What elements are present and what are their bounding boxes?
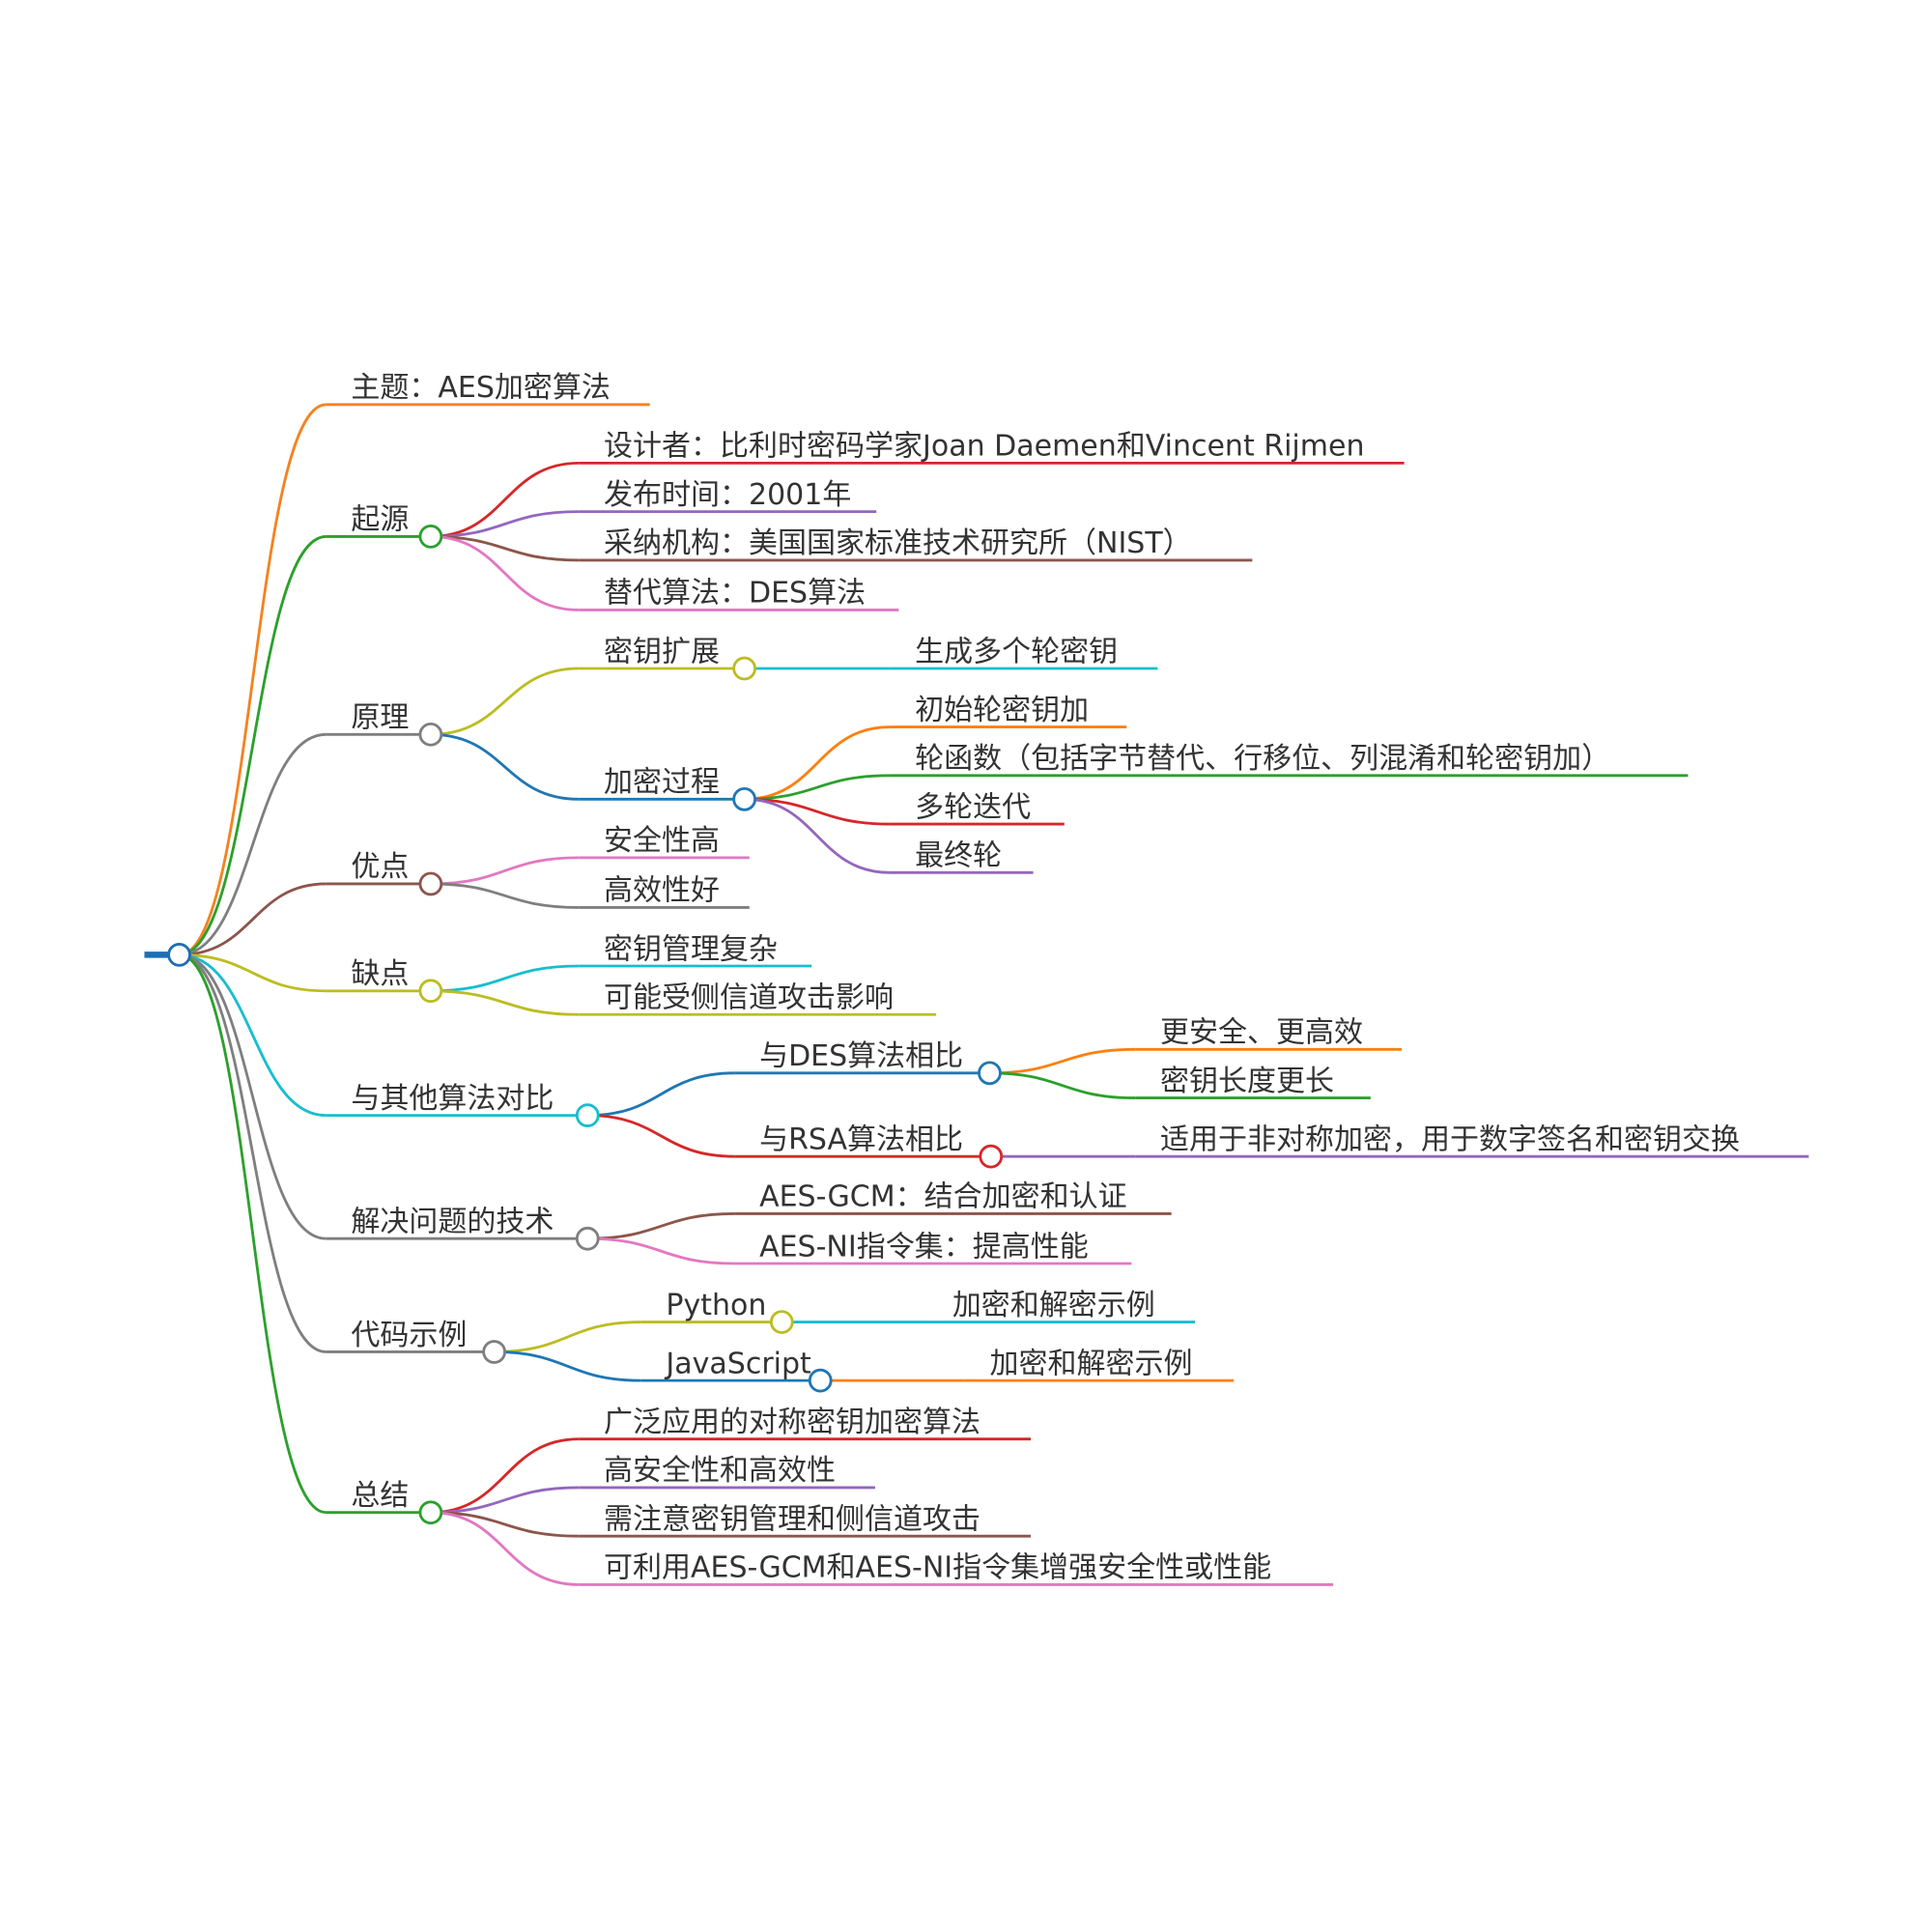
root-node-dot[interactable]	[167, 943, 191, 967]
leaf-dot-principle-1[interactable]	[732, 786, 756, 811]
leaf-edge-summary-1	[430, 1486, 580, 1515]
branch-dot-code[interactable]	[482, 1340, 506, 1364]
leaf-label-code-0: Python	[666, 1289, 766, 1322]
branch-dot-origin[interactable]	[418, 525, 443, 549]
branch-edge-solutions	[179, 952, 327, 1240]
leaf-edge-pros-1	[430, 882, 580, 909]
leaf-label-origin-0: 设计者：比利时密码学家Joan Daemen和Vincent Rijmen	[604, 430, 1364, 464]
branch-edge-topic	[179, 403, 327, 956]
branch-label-pros: 优点	[351, 850, 409, 884]
branch-label-topic: 主题：AES加密算法	[351, 371, 611, 405]
branch-label-principle: 原理	[351, 701, 409, 735]
leaf-label-summary-3: 可利用AES-GCM和AES-NI指令集增强安全性或性能	[604, 1551, 1271, 1585]
leaf-edge-summary-2	[430, 1511, 580, 1538]
leaf-label-compare-0: 与DES算法相比	[759, 1039, 963, 1073]
subleaf-label-compare-0-1: 密钥长度更长	[1160, 1065, 1334, 1098]
leaf-edge-principle-1	[430, 732, 580, 801]
branch-edge-principle	[179, 732, 327, 956]
leaf-label-cons-1: 可能受侧信道攻击影响	[604, 981, 894, 1015]
branch-dot-pros[interactable]	[418, 871, 443, 896]
leaf-label-solutions-0: AES-GCM：结合加密和认证	[759, 1180, 1127, 1214]
leaf-dot-principle-0[interactable]	[732, 656, 756, 681]
subleaf-edge-compare-0-1	[989, 1071, 1136, 1100]
subleaf-label-code-1-0: 加密和解密示例	[989, 1347, 1192, 1380]
branch-edge-origin	[179, 534, 327, 956]
leaf-edge-solutions-0	[587, 1212, 735, 1240]
subleaf-label-principle-1-1: 轮函数（包括字节替代、行移位、列混淆和轮密钥加）	[915, 742, 1610, 776]
leaf-label-summary-0: 广泛应用的对称密钥加密算法	[604, 1406, 980, 1439]
branch-label-origin: 起源	[351, 503, 409, 537]
branch-label-compare: 与其他算法对比	[351, 1082, 554, 1116]
leaf-dot-code-0[interactable]	[769, 1310, 794, 1334]
subleaf-edge-principle-1-0	[744, 725, 891, 801]
leaf-label-principle-1: 加密过程	[604, 766, 720, 800]
branch-dot-summary[interactable]	[418, 1500, 443, 1525]
leaf-label-pros-1: 高效性好	[604, 874, 720, 908]
subleaf-edge-principle-1-1	[744, 774, 891, 801]
leaf-label-solutions-1: AES-NI指令集：提高性能	[759, 1230, 1089, 1264]
leaf-label-code-1: JavaScript	[664, 1347, 811, 1380]
leaf-edge-summary-3	[430, 1511, 580, 1586]
leaf-edge-origin-0	[430, 461, 580, 538]
subleaf-label-principle-1-0: 初始轮密钥加	[915, 694, 1089, 727]
leaf-edge-origin-1	[430, 510, 580, 538]
branch-label-summary: 总结	[351, 1479, 409, 1513]
subleaf-label-compare-1-0: 适用于非对称加密，用于数字签名和密钥交换	[1160, 1122, 1740, 1156]
branch-dot-principle[interactable]	[418, 722, 443, 747]
node-dot-layer	[167, 525, 1004, 1525]
branch-label-code: 代码示例	[351, 1319, 467, 1352]
branch-dot-solutions[interactable]	[575, 1226, 600, 1251]
branch-edge-cons	[179, 952, 327, 993]
leaf-label-origin-2: 采纳机构：美国国家标准技术研究所（NIST）	[604, 526, 1192, 560]
branch-edge-summary	[179, 952, 327, 1515]
subleaf-label-principle-0-0: 生成多个轮密钥	[915, 635, 1118, 668]
leaf-edge-principle-0	[430, 667, 580, 736]
subleaf-label-principle-1-2: 多轮迭代	[915, 790, 1031, 824]
leaf-edge-code-0	[494, 1321, 641, 1353]
subleaf-label-principle-1-3: 最终轮	[915, 839, 1002, 873]
leaf-edge-cons-1	[430, 989, 580, 1016]
underline-layer	[326, 403, 1809, 1586]
leaf-edge-compare-1	[587, 1114, 735, 1158]
leaf-edge-cons-0	[430, 964, 580, 993]
branch-edge-code	[179, 952, 327, 1353]
branch-dot-cons[interactable]	[418, 979, 443, 1004]
leaf-label-cons-0: 密钥管理复杂	[604, 932, 778, 966]
branch-label-solutions: 解决问题的技术	[351, 1205, 554, 1238]
leaf-label-summary-2: 需注意密钥管理和侧信道攻击	[604, 1502, 980, 1536]
edge-layer	[144, 403, 1136, 1586]
leaf-label-origin-3: 替代算法：DES算法	[604, 577, 866, 611]
leaf-dot-code-1[interactable]	[808, 1368, 833, 1393]
leaf-edge-summary-0	[430, 1437, 580, 1515]
subleaf-label-compare-0-0: 更安全、更高效	[1160, 1016, 1363, 1050]
leaf-edge-origin-3	[430, 534, 580, 611]
subleaf-edge-compare-0-0	[989, 1047, 1136, 1075]
subleaf-label-code-0-0: 加密和解密示例	[952, 1289, 1155, 1322]
leaf-edge-origin-2	[430, 534, 580, 562]
leaf-edge-solutions-1	[587, 1236, 735, 1265]
leaf-label-summary-1: 高安全性和高效性	[604, 1454, 836, 1488]
leaf-label-principle-0: 密钥扩展	[604, 635, 720, 668]
branch-label-cons: 缺点	[351, 957, 409, 991]
leaf-edge-compare-0	[587, 1071, 735, 1118]
leaf-dot-compare-1[interactable]	[979, 1144, 1004, 1169]
subleaf-edge-principle-1-3	[744, 797, 891, 874]
branch-edge-compare	[179, 952, 327, 1118]
leaf-label-compare-1: 与RSA算法相比	[759, 1122, 963, 1156]
leaf-edge-pros-0	[430, 856, 580, 886]
leaf-label-pros-0: 安全性高	[604, 824, 720, 858]
leaf-label-origin-1: 发布时间：2001年	[604, 478, 851, 512]
branch-dot-compare[interactable]	[575, 1103, 600, 1128]
leaf-dot-compare-0[interactable]	[978, 1061, 1002, 1086]
branch-edge-pros	[179, 882, 327, 956]
subleaf-edge-principle-1-2	[744, 797, 891, 826]
leaf-edge-code-1	[494, 1350, 641, 1382]
